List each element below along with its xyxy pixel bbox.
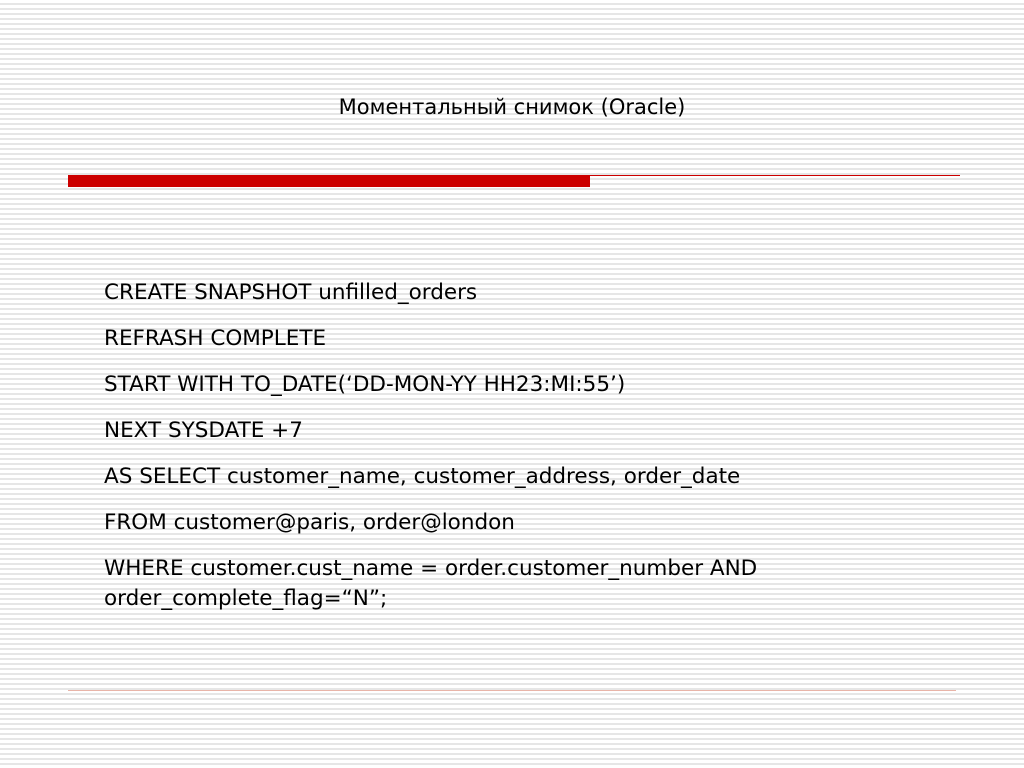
sql-line-start-with: START WITH TO_DATE(‘DD-MON-YY HH23:MI:55… <box>104 372 626 397</box>
slide-title: Моментальный снимок (Oracle) <box>338 95 686 119</box>
sql-line-from: FROM customer@paris, order@london <box>104 510 515 535</box>
sql-statement: CREATE SNAPSHOT unfilled_orders REFRASH … <box>104 278 964 630</box>
sql-line-create-snapshot: CREATE SNAPSHOT unfilled_orders <box>104 280 478 305</box>
sql-line-refresh: REFRASH COMPLETE <box>104 326 327 351</box>
footer-rule <box>68 690 956 691</box>
title-underline-thick <box>68 175 590 187</box>
sql-line-where: WHERE customer.cust_name = order.custome… <box>104 556 765 611</box>
sql-line-next: NEXT SYSDATE +7 <box>104 418 303 443</box>
sql-line-select: AS SELECT customer_name, customer_addres… <box>104 464 741 489</box>
title-underline-thin <box>590 175 960 176</box>
